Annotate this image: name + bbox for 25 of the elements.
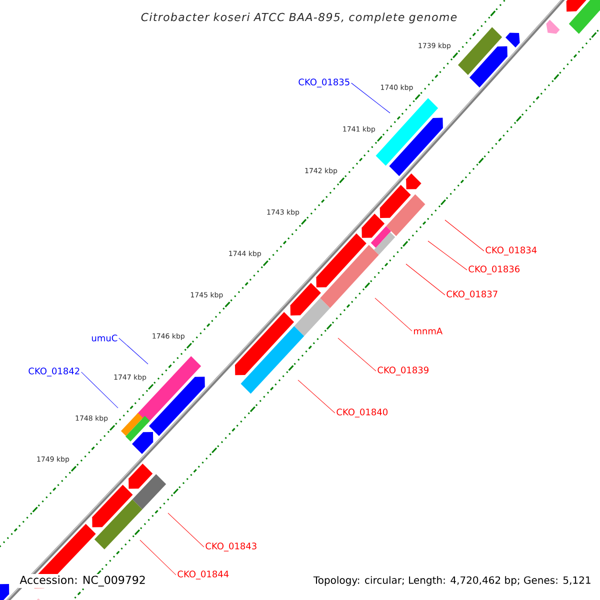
- leader-line: [168, 512, 204, 548]
- gene-label: CKO_01837: [446, 290, 498, 300]
- leader-line: [374, 298, 412, 332]
- accession-text: Accession: NC_009792: [18, 574, 148, 588]
- gene-label: CKO_01839: [378, 366, 428, 376]
- gene-label: umuC: [92, 334, 118, 342]
- leader-line: [298, 380, 336, 414]
- footer-text: Topology: circular; Length: 4,720,462 bp; Genes: 5,121: [312, 574, 593, 588]
- gene-label: CKO_01836: [468, 266, 520, 274]
- leader-line: [140, 540, 176, 576]
- gene-label: CKO_01844: [178, 570, 229, 580]
- leader-line: [444, 220, 484, 252]
- leader-line: [351, 82, 390, 114]
- leader-line: [118, 338, 148, 364]
- gene-label: CKO_01840: [336, 408, 388, 418]
- title: Citrobacter koseri ATCC BAA-895, complete genome: [141, 12, 457, 24]
- leader-line: [406, 264, 446, 296]
- gene-label: CKO_01834: [486, 246, 537, 256]
- leader-line: [338, 338, 376, 372]
- gene-label: CKO_01835: [298, 78, 350, 88]
- gene-label: CKO_01842: [28, 368, 80, 376]
- gene-label: mnmA: [414, 328, 443, 334]
- leader-line: [428, 240, 468, 270]
- leader-line: [81, 372, 118, 408]
- gene-label: CKO_01843: [206, 542, 256, 552]
